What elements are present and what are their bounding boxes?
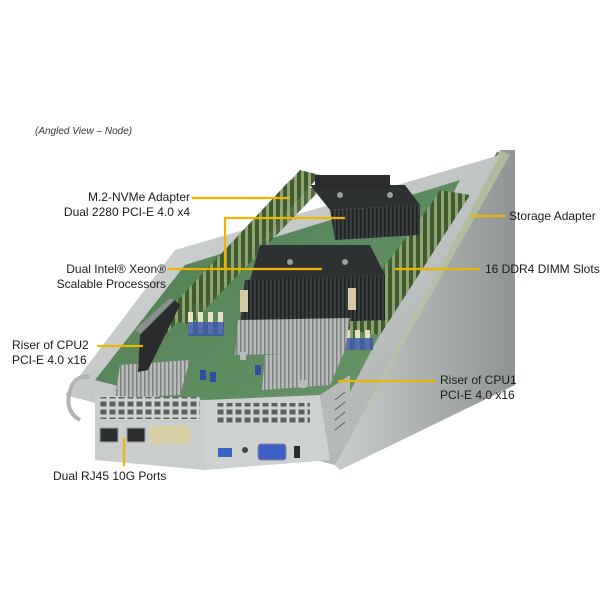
capacitors — [200, 352, 306, 388]
riser-cpu2 — [138, 300, 180, 372]
label-storage-adapter: Storage Adapter — [509, 209, 596, 223]
rear-io-panel — [66, 374, 330, 470]
usb-port — [218, 448, 232, 457]
callout-processors — [168, 216, 345, 271]
rj45-port-2 — [126, 427, 146, 443]
label-dimm-slots: 16 DDR4 DIMM Slots — [485, 262, 600, 276]
dimm-latches — [188, 312, 373, 350]
label-riser-cpu2: Riser of CPU2 PCI-E 4.0 x16 — [12, 338, 89, 367]
label-riser-cpu1: Riser of CPU1 PCI-E 4.0 x16 — [440, 373, 517, 402]
rj45-port-1 — [99, 427, 119, 443]
pch-heatsink — [262, 350, 345, 390]
vga-port — [257, 443, 287, 461]
chassis-side-vents — [320, 375, 350, 460]
dual-slot — [150, 426, 190, 444]
label-processors: Dual Intel® Xeon® Scalable Processors — [56, 262, 166, 291]
caption: (Angled View – Node) — [35, 126, 133, 137]
label-m2-nvme: M.2-NVMe Adapter Dual 2280 PCI-E 4.0 x4 — [63, 190, 190, 219]
nic-heatsink — [115, 360, 190, 398]
status-led — [242, 447, 248, 453]
cpu-heatsink-rear — [310, 175, 420, 240]
cpu-heatsink-front — [240, 245, 385, 325]
callout-lines — [97, 196, 505, 466]
label-rj45-ports: Dual RJ45 10G Ports — [53, 469, 167, 483]
chipset-heatsink — [235, 318, 350, 355]
